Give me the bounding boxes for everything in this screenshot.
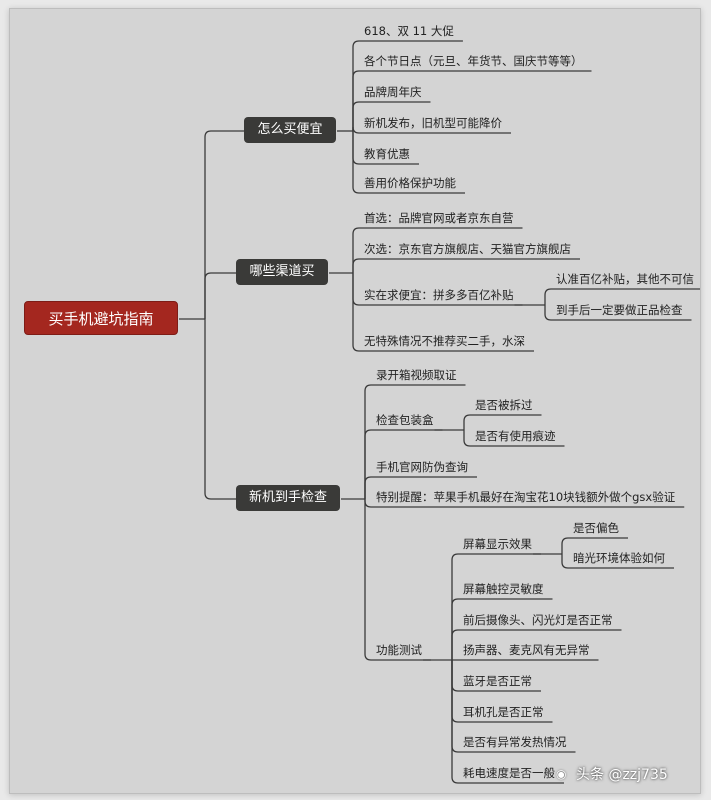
connector-line [561, 554, 674, 569]
leaf-node[interactable]: 善用价格保护功能 [364, 176, 456, 190]
leaf-node[interactable]: 蓝牙是否正常 [463, 674, 532, 688]
leaf-node[interactable]: 618、双 11 大促 [364, 24, 454, 38]
leaf-node[interactable]: 特别提醒：苹果手机最好在淘宝花10块钱额外做个gsx验证 [376, 490, 676, 504]
leaf-node[interactable]: 功能测试 [376, 643, 422, 657]
connector-line [463, 430, 565, 447]
leaf-node[interactable]: 扬声器、麦克风有无异常 [463, 643, 590, 657]
leaf-node[interactable]: 是否偏色 [573, 521, 619, 535]
leaf-node[interactable]: 是否有使用痕迹 [475, 429, 556, 443]
connector-line [364, 384, 466, 499]
leaf-node[interactable]: 录开箱视频取证 [376, 368, 457, 382]
branch-node-inspection[interactable]: 新机到手检查 [236, 485, 340, 511]
leaf-node[interactable]: 无特殊情况不推荐买二手，水深 [364, 334, 525, 348]
connector-line [364, 429, 443, 499]
leaf-node[interactable]: 品牌周年庆 [364, 85, 422, 99]
watermark-logo-icon: ◉ [556, 767, 567, 781]
leaf-node[interactable]: 各个节日点（元旦、年货节、国庆节等等） [364, 54, 583, 68]
connector-line [364, 499, 431, 661]
leaf-node[interactable]: 次选：京东官方旗舰店、天猫官方旗舰店 [364, 242, 571, 256]
leaf-node[interactable]: 屏幕触控灵敏度 [463, 582, 544, 596]
branch-node-buy-cheap[interactable]: 怎么买便宜 [244, 117, 336, 143]
leaf-node[interactable]: 耳机孔是否正常 [463, 705, 544, 719]
leaf-node[interactable]: 前后摄像头、闪光灯是否正常 [463, 613, 613, 627]
connector-line [352, 258, 580, 273]
root-node[interactable]: 买手机避坑指南 [24, 301, 178, 335]
connector-line [451, 598, 553, 660]
connector-line [451, 660, 564, 784]
connector-line [204, 130, 245, 319]
connector-line [352, 70, 592, 131]
leaf-node[interactable]: 耗电速度是否一般 [463, 766, 555, 780]
leaf-node[interactable]: 认准百亿补贴，其他不可信 [556, 272, 694, 286]
connector-line [463, 414, 542, 430]
connector-line [544, 305, 692, 321]
leaf-node[interactable]: 首选：品牌官网或者京东自营 [364, 211, 514, 225]
leaf-node[interactable]: 教育优惠 [364, 147, 410, 161]
connector-line [352, 40, 463, 131]
leaf-node[interactable]: 是否被拆过 [475, 398, 533, 412]
connector-line [352, 126, 511, 134]
mindmap-canvas: 买手机避坑指南 怎么买便宜 618、双 11 大促 各个节日点（元旦、年货节、国… [9, 8, 701, 794]
connector-line [204, 272, 237, 319]
watermark: 头条 @zzj735 [576, 767, 668, 783]
connector-line [204, 319, 237, 500]
connector-line [352, 101, 431, 131]
branch-node-channels[interactable]: 哪些渠道买 [236, 259, 328, 285]
connector-line [561, 537, 628, 554]
connector-line [364, 476, 477, 499]
connector-line [352, 273, 534, 352]
connector-line [451, 629, 622, 660]
leaf-node[interactable]: 屏幕显示效果 [463, 537, 532, 551]
leaf-node[interactable]: 检查包装盒 [376, 413, 434, 427]
leaf-node[interactable]: 新机发布，旧机型可能降价 [364, 116, 502, 130]
connector-line [352, 227, 523, 273]
connector-line [352, 131, 465, 194]
leaf-node[interactable]: 实在求便宜：拼多多百亿补贴 [364, 288, 514, 302]
connector-line [544, 288, 700, 305]
leaf-node[interactable]: 是否有异常发热情况 [463, 735, 567, 749]
connector-lines [179, 40, 700, 784]
leaf-node[interactable]: 手机官网防伪查询 [376, 460, 468, 474]
leaf-node[interactable]: 暗光环境体验如何 [573, 551, 665, 565]
leaf-node[interactable]: 到手后一定要做正品检查 [556, 303, 683, 317]
connector-line [451, 553, 541, 660]
